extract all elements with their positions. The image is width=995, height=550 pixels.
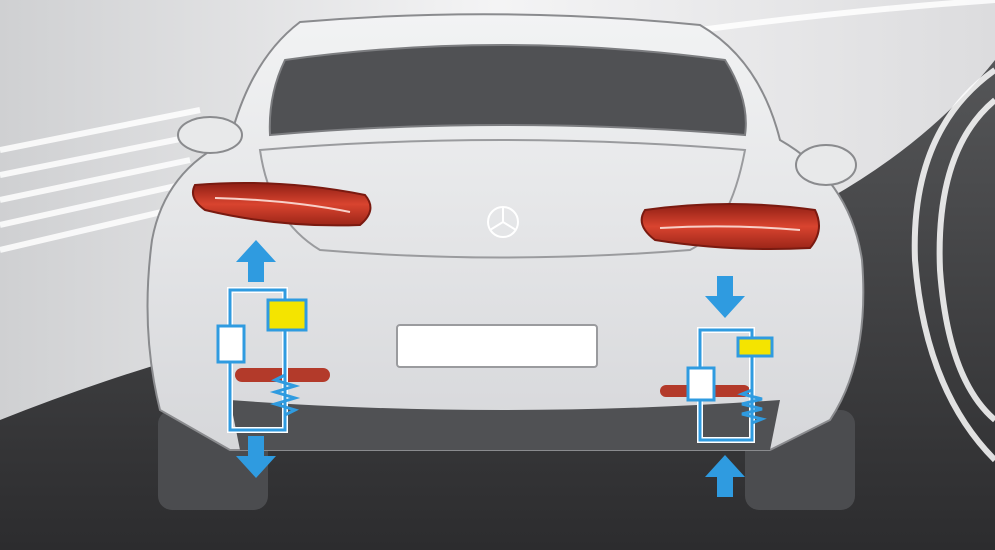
left-suspension-schematic [216, 240, 308, 478]
spring-icon [737, 388, 767, 425]
actuator-icon [736, 336, 774, 358]
arrow-up-icon [236, 240, 276, 282]
arrow-down-icon [236, 436, 276, 478]
brand-logo [487, 206, 519, 238]
spring-icon [269, 373, 301, 417]
right-mirror [795, 144, 857, 186]
rear-window [268, 44, 747, 137]
damper-icon [686, 366, 716, 402]
trunk-lid [258, 139, 747, 259]
damper-icon [216, 324, 246, 364]
actuator-icon [266, 298, 308, 332]
arrow-down-icon [705, 276, 745, 318]
arrow-up-icon [705, 455, 745, 497]
left-mirror [177, 116, 243, 154]
right-suspension-schematic [686, 276, 774, 497]
taillight-strips [214, 197, 801, 231]
license-plate [396, 324, 598, 368]
left-taillight [192, 181, 372, 227]
road-stripes [0, 0, 995, 460]
rear-diffuser [230, 400, 780, 450]
